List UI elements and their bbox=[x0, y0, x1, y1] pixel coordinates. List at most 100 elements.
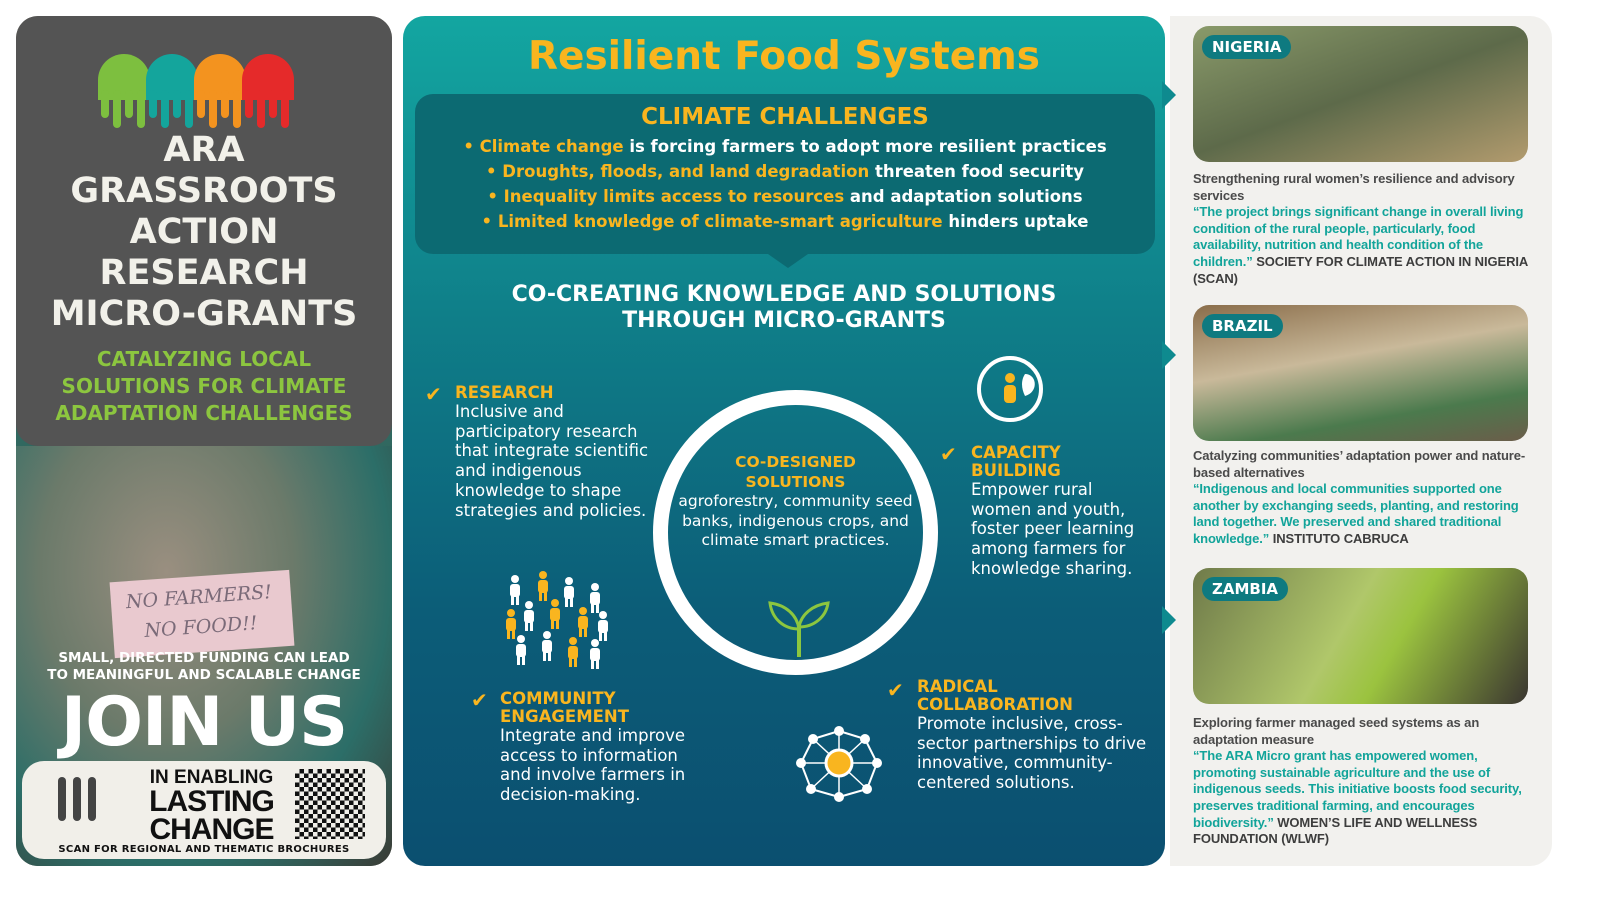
story-source: SOCIETY FOR CLIMATE ACTION IN NIGERIA (S… bbox=[1193, 253, 1528, 286]
story-title: Catalyzing communities’ adaptation power… bbox=[1193, 448, 1526, 480]
check-icon: ✔ bbox=[471, 688, 488, 712]
network-icon bbox=[796, 726, 882, 802]
community-heading: ENGAGEMENT bbox=[500, 707, 629, 726]
network-node bbox=[860, 734, 870, 744]
funding-statement: SMALL, DIRECTED FUNDING CAN LEAD TO MEAN… bbox=[16, 650, 392, 684]
bullet: • bbox=[485, 162, 503, 181]
logo-hand bbox=[242, 54, 294, 128]
cta-line: IN ENABLING bbox=[149, 767, 274, 788]
solutions-ring: CO-DESIGNED SOLUTIONS agroforestry, comm… bbox=[653, 390, 938, 675]
network-node bbox=[862, 784, 872, 794]
person-figure bbox=[516, 635, 526, 665]
person-figure bbox=[590, 583, 600, 613]
funding-line: TO MEANINGFUL AND SCALABLE CHANGE bbox=[47, 667, 361, 683]
title-line: MICRO-GRANTS bbox=[50, 294, 358, 334]
research-body: Inclusive and participatory research tha… bbox=[455, 402, 649, 520]
pointer-arrow bbox=[768, 254, 808, 268]
heading-line: CO-CREATING KNOWLEDGE AND SOLUTIONS bbox=[511, 282, 1057, 307]
challenge-text: threaten food security bbox=[869, 162, 1085, 181]
brazil-photo: BRAZIL bbox=[1193, 305, 1528, 441]
challenge-item: • Climate change is forcing farmers to a… bbox=[415, 134, 1155, 159]
cta-text: IN ENABLING LASTING CHANGE bbox=[134, 767, 289, 846]
story-quote: “The ARA Micro grant has empowered women… bbox=[1193, 748, 1522, 830]
nigeria-photo: NIGERIA bbox=[1193, 26, 1528, 162]
radical-body: Promote inclusive, cross-sector partners… bbox=[917, 714, 1147, 793]
story-source: INSTITUTO CABRUCA bbox=[1269, 530, 1409, 546]
person-figure bbox=[550, 599, 560, 629]
title-line: GRASSROOTS bbox=[70, 171, 338, 211]
challenges-heading: CLIMATE CHALLENGES bbox=[641, 104, 929, 130]
country-tag: ZAMBIA bbox=[1202, 577, 1289, 601]
page-title: Resilient Food Systems bbox=[527, 34, 1041, 79]
zambia-story: Exploring farmer managed seed systems as… bbox=[1193, 715, 1533, 848]
challenge-text: and adaptation solutions bbox=[844, 187, 1083, 206]
person-figure bbox=[564, 577, 574, 607]
community-heading: COMMUNITY bbox=[500, 689, 616, 708]
title-line: RESEARCH bbox=[99, 253, 309, 293]
cta-line: LASTING bbox=[149, 785, 275, 818]
join-us-heading: JOIN US bbox=[60, 683, 348, 762]
scan-instruction: SCAN FOR REGIONAL AND THEMATIC BROCHURES bbox=[58, 844, 350, 855]
person-figure bbox=[538, 571, 548, 601]
climate-challenges-box: CLIMATE CHALLENGES • Climate change is f… bbox=[415, 94, 1155, 254]
ara-logo-icon bbox=[98, 54, 294, 128]
logo-hand bbox=[194, 54, 246, 128]
solutions-body: agroforestry, community seed banks, indi… bbox=[678, 492, 913, 549]
main-title: ARA GRASSROOTS ACTION RESEARCH MICRO-GRA… bbox=[16, 130, 392, 335]
logo-hand bbox=[146, 54, 198, 128]
check-icon: ✔ bbox=[887, 678, 904, 702]
radical-block: RADICAL COLLABORATION Promote inclusive,… bbox=[917, 678, 1152, 793]
network-node bbox=[834, 726, 844, 736]
solutions-heading: SOLUTIONS bbox=[745, 472, 846, 491]
story-quote: “Indigenous and local communities suppor… bbox=[1193, 481, 1519, 546]
center-panel: Resilient Food Systems CLIMATE CHALLENGE… bbox=[403, 16, 1165, 866]
subtitle-line: CATALYZING LOCAL bbox=[96, 347, 312, 371]
pointer-notch bbox=[1162, 606, 1176, 634]
protest-sign: NO FARMERS! NO FOOD!! bbox=[109, 569, 295, 659]
person-figure bbox=[578, 607, 588, 637]
subtitle: CATALYZING LOCAL SOLUTIONS FOR CLIMATE A… bbox=[16, 346, 392, 427]
story-title: Exploring farmer managed seed systems as… bbox=[1193, 715, 1480, 747]
community-body: Integrate and improve access to informat… bbox=[500, 726, 686, 805]
network-node bbox=[872, 758, 882, 768]
capacity-body: Empower rural women and youth, foster pe… bbox=[971, 480, 1135, 578]
subtitle-line: ADAPTATION CHALLENGES bbox=[55, 401, 353, 425]
title-line: ARA bbox=[163, 130, 245, 170]
country-tag: BRAZIL bbox=[1202, 314, 1283, 338]
logo-hand bbox=[98, 54, 150, 128]
challenge-highlight: Droughts, floods, and land degradation bbox=[502, 162, 870, 181]
subtitle-line: SOLUTIONS FOR CLIMATE bbox=[61, 374, 347, 398]
story-quote: “The project brings significant change i… bbox=[1193, 204, 1524, 269]
challenge-text: hinders uptake bbox=[942, 212, 1089, 231]
network-node bbox=[806, 784, 816, 794]
bullet: • bbox=[463, 137, 480, 156]
story-source: WOMEN’S LIFE AND WELLNESS FOUNDATION (WL… bbox=[1193, 814, 1478, 847]
qr-code[interactable] bbox=[295, 769, 365, 839]
person-figure bbox=[598, 611, 608, 641]
person-figure bbox=[590, 639, 600, 669]
community-people-icon bbox=[506, 571, 608, 669]
challenge-item: • Droughts, floods, and land degradation… bbox=[415, 159, 1155, 184]
challenge-item: • Limited knowledge of climate-smart agr… bbox=[415, 209, 1155, 234]
heading-line: THROUGH MICRO-GRANTS bbox=[622, 308, 946, 333]
network-hub bbox=[824, 748, 854, 778]
research-block: RESEARCH Inclusive and participatory res… bbox=[455, 384, 665, 520]
capacity-heading: CAPACITY bbox=[971, 443, 1061, 462]
cta-line: CHANGE bbox=[149, 813, 274, 846]
pointer-notch bbox=[1162, 341, 1176, 369]
check-icon: ✔ bbox=[940, 442, 957, 466]
person-figure bbox=[506, 609, 516, 639]
funding-line: SMALL, DIRECTED FUNDING CAN LEAD bbox=[58, 650, 350, 666]
title-line: ACTION bbox=[129, 212, 279, 252]
network-node bbox=[808, 734, 818, 744]
person-figure bbox=[524, 601, 534, 631]
challenge-highlight: Limited knowledge of climate-smart agric… bbox=[497, 212, 943, 231]
radical-heading: COLLABORATION bbox=[917, 695, 1073, 714]
capacity-heading: BUILDING bbox=[971, 461, 1061, 480]
research-heading: RESEARCH bbox=[455, 383, 554, 402]
story-title: Strengthening rural women’s resilience a… bbox=[1193, 171, 1515, 203]
network-node bbox=[834, 792, 844, 802]
radical-heading: RADICAL bbox=[917, 677, 998, 696]
cta-box: IN ENABLING LASTING CHANGE SCAN FOR REGI… bbox=[22, 761, 386, 859]
hand-bars-icon bbox=[58, 777, 103, 825]
